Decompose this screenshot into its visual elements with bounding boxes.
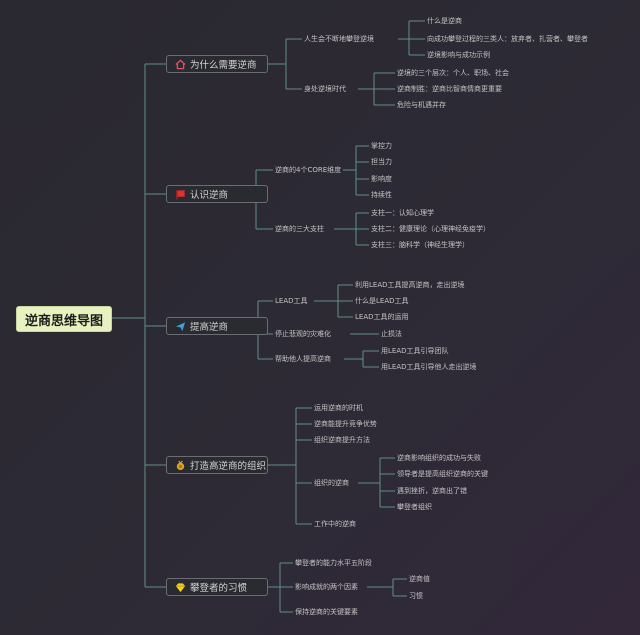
topic-node[interactable]: 身处逆境时代 bbox=[304, 85, 346, 93]
leaf-node[interactable]: 逆商制胜：逆商比智商情商更重要 bbox=[397, 85, 502, 93]
flag-icon bbox=[175, 189, 186, 200]
topic-node[interactable]: 影响成就的两个因素 bbox=[295, 583, 358, 591]
leaf-node[interactable]: 逆商值 bbox=[409, 575, 430, 583]
branch-label: 打造高逆商的组织 bbox=[190, 461, 267, 472]
topic-node[interactable]: 组织的逆商 bbox=[314, 479, 349, 487]
leaf-node[interactable]: 用LEAD工具引导团队 bbox=[381, 347, 449, 355]
leaf-node[interactable]: 攀登者组织 bbox=[397, 503, 432, 511]
branch-label: 认识逆商 bbox=[190, 190, 229, 201]
leaf-node[interactable]: 支柱三：脑科学（神经生理学） bbox=[371, 241, 469, 249]
leaf-node[interactable]: 危险与机遇并存 bbox=[397, 101, 446, 109]
root-node[interactable]: 逆商思维导图 bbox=[16, 306, 112, 332]
leaf-node[interactable]: 利用LEAD工具提高逆商，走出逆境 bbox=[355, 281, 465, 289]
branch-label: 为什么需要逆商 bbox=[190, 60, 257, 71]
leaf-node[interactable]: 习惯 bbox=[409, 592, 423, 600]
branch-label: 提高逆商 bbox=[190, 322, 229, 333]
diamond-icon bbox=[175, 582, 186, 593]
leaf-node[interactable]: 支柱一：认知心理学 bbox=[371, 209, 434, 217]
branch-label: 攀登者的习惯 bbox=[190, 583, 248, 594]
leaf-node[interactable]: 逆境的三个层次：个人、职场、社会 bbox=[397, 69, 509, 77]
leaf-node[interactable]: 逆商影响组织的成功与失败 bbox=[397, 454, 481, 462]
topic-node[interactable]: 停止悲观的灾难化 bbox=[275, 330, 331, 338]
paper-plane-icon bbox=[175, 321, 186, 332]
leaf-node[interactable]: 领导者是提高组织逆商的关键 bbox=[397, 470, 488, 478]
leaf-node[interactable]: 遇到挫折，逆商出了错 bbox=[397, 487, 467, 495]
leaf-node[interactable]: 影响度 bbox=[371, 175, 392, 183]
topic-node[interactable]: 逆商能提升竞争优势 bbox=[314, 420, 377, 428]
topic-node[interactable]: 组织逆商提升方法 bbox=[314, 436, 370, 444]
home-icon bbox=[175, 59, 186, 70]
branch-node-organization[interactable]: 打造高逆商的组织 bbox=[166, 456, 268, 474]
topic-node[interactable]: 工作中的逆商 bbox=[314, 520, 356, 528]
topic-node[interactable]: 攀登者的能力水平五阶段 bbox=[295, 559, 372, 567]
branch-node-why[interactable]: 为什么需要逆商 bbox=[166, 55, 268, 73]
topic-node[interactable]: 帮助他人提高逆商 bbox=[275, 355, 331, 363]
topic-node[interactable]: 逆商的4个CORE维度 bbox=[275, 166, 342, 174]
topic-node[interactable]: 人生会不断地攀登逆境 bbox=[304, 35, 374, 43]
branch-node-improve[interactable]: 提高逆商 bbox=[166, 317, 268, 335]
leaf-node[interactable]: 什么是LEAD工具 bbox=[355, 297, 409, 305]
leaf-node[interactable]: 掌控力 bbox=[371, 142, 392, 150]
leaf-node[interactable]: 担当力 bbox=[371, 158, 392, 166]
leaf-node[interactable]: 向成功攀登过程的三类人：放弃者、扎营者、攀登者 bbox=[427, 35, 588, 43]
branch-node-understand[interactable]: 认识逆商 bbox=[166, 185, 268, 203]
leaf-node[interactable]: 用LEAD工具引导他人走出逆境 bbox=[381, 363, 477, 371]
medal-icon bbox=[175, 460, 186, 471]
topic-node[interactable]: LEAD工具 bbox=[275, 297, 308, 305]
leaf-node[interactable]: 什么是逆商 bbox=[427, 17, 462, 25]
leaf-node[interactable]: 逆境影响与成功示例 bbox=[427, 51, 490, 59]
branch-node-habits[interactable]: 攀登者的习惯 bbox=[166, 578, 268, 596]
topic-node[interactable]: 保持逆商的关键要素 bbox=[295, 608, 358, 616]
topic-node[interactable]: 运用逆商的时机 bbox=[314, 404, 363, 412]
leaf-node[interactable]: 持续性 bbox=[371, 191, 392, 199]
topic-node[interactable]: 逆商的三大支柱 bbox=[275, 225, 324, 233]
leaf-node[interactable]: 止损法 bbox=[381, 330, 402, 338]
leaf-node[interactable]: 支柱二：健康理论（心理神经免疫学） bbox=[371, 225, 490, 233]
leaf-node[interactable]: LEAD工具的运用 bbox=[355, 313, 409, 321]
